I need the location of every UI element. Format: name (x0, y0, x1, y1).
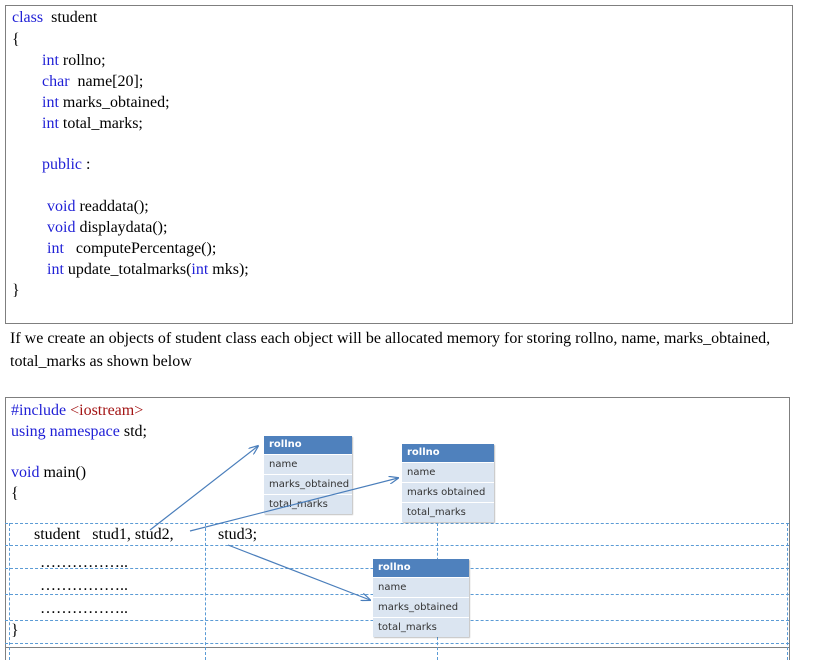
code-line-displaydata: void displaydata(); (47, 219, 168, 236)
grid-line (5, 523, 789, 524)
grid-line (787, 523, 788, 660)
grid-line (205, 523, 206, 660)
code-line-class: class student (12, 9, 98, 26)
field-row: name (373, 577, 469, 597)
field-row: total_marks (264, 494, 352, 514)
code-line-using: using namespace std; (11, 423, 147, 440)
main-code-box (5, 397, 790, 660)
field-row: total_marks (402, 502, 494, 522)
grid-line (9, 523, 10, 660)
code-line-main-open-brace: { (11, 485, 19, 502)
code-line-open-brace: { (12, 31, 20, 48)
code-line-update-totalmarks: int update_totalmarks(int mks); (47, 261, 249, 278)
field-header: rollno (373, 559, 469, 577)
object-memory-stud3: rollno name marks_obtained total_marks (373, 559, 469, 637)
field-row: name (264, 454, 352, 474)
class-code-box: class student { int rollno; char name[20… (5, 5, 793, 324)
code-line-declaration-stud3: stud3; (218, 526, 258, 543)
field-row: total_marks (373, 617, 469, 637)
field-header: rollno (402, 444, 494, 462)
code-line-close-brace: } (12, 282, 20, 299)
field-row: marks obtained (402, 482, 494, 502)
code-line-total-marks: int total_marks; (42, 115, 143, 132)
code-line-main: void main() (11, 464, 87, 481)
code-line-public: public : (42, 156, 91, 173)
field-row: marks_obtained (264, 474, 352, 494)
code-line-marks-obtained: int marks_obtained; (42, 94, 170, 111)
code-line-include: #include <iostream> (11, 402, 144, 419)
code-line-rollno: int rollno; (42, 52, 106, 69)
field-row: name (402, 462, 494, 482)
grid-line (5, 545, 789, 546)
code-line-declaration: student stud1, stud2, (34, 526, 174, 543)
object-memory-stud1: rollno name marks_obtained total_marks (264, 436, 352, 514)
explanation-paragraph: If we create an objects of student class… (10, 330, 771, 370)
code-line-main-close-brace: } (11, 622, 19, 639)
object-memory-stud2: rollno name marks obtained total_marks (402, 444, 494, 522)
code-line-dots-1: …………….. (40, 554, 128, 571)
code-line-dots-3: …………….. (40, 600, 128, 617)
code-line-compute-percentage: int computePercentage(); (47, 240, 217, 257)
code-line-readdata: void readdata(); (47, 198, 149, 215)
code-line-dots-2: …………….. (40, 577, 128, 594)
code-line-name: char name[20]; (42, 73, 144, 90)
grid-line (5, 643, 789, 644)
field-row: marks_obtained (373, 597, 469, 617)
table-bottom-border (5, 647, 789, 648)
field-header: rollno (264, 436, 352, 454)
